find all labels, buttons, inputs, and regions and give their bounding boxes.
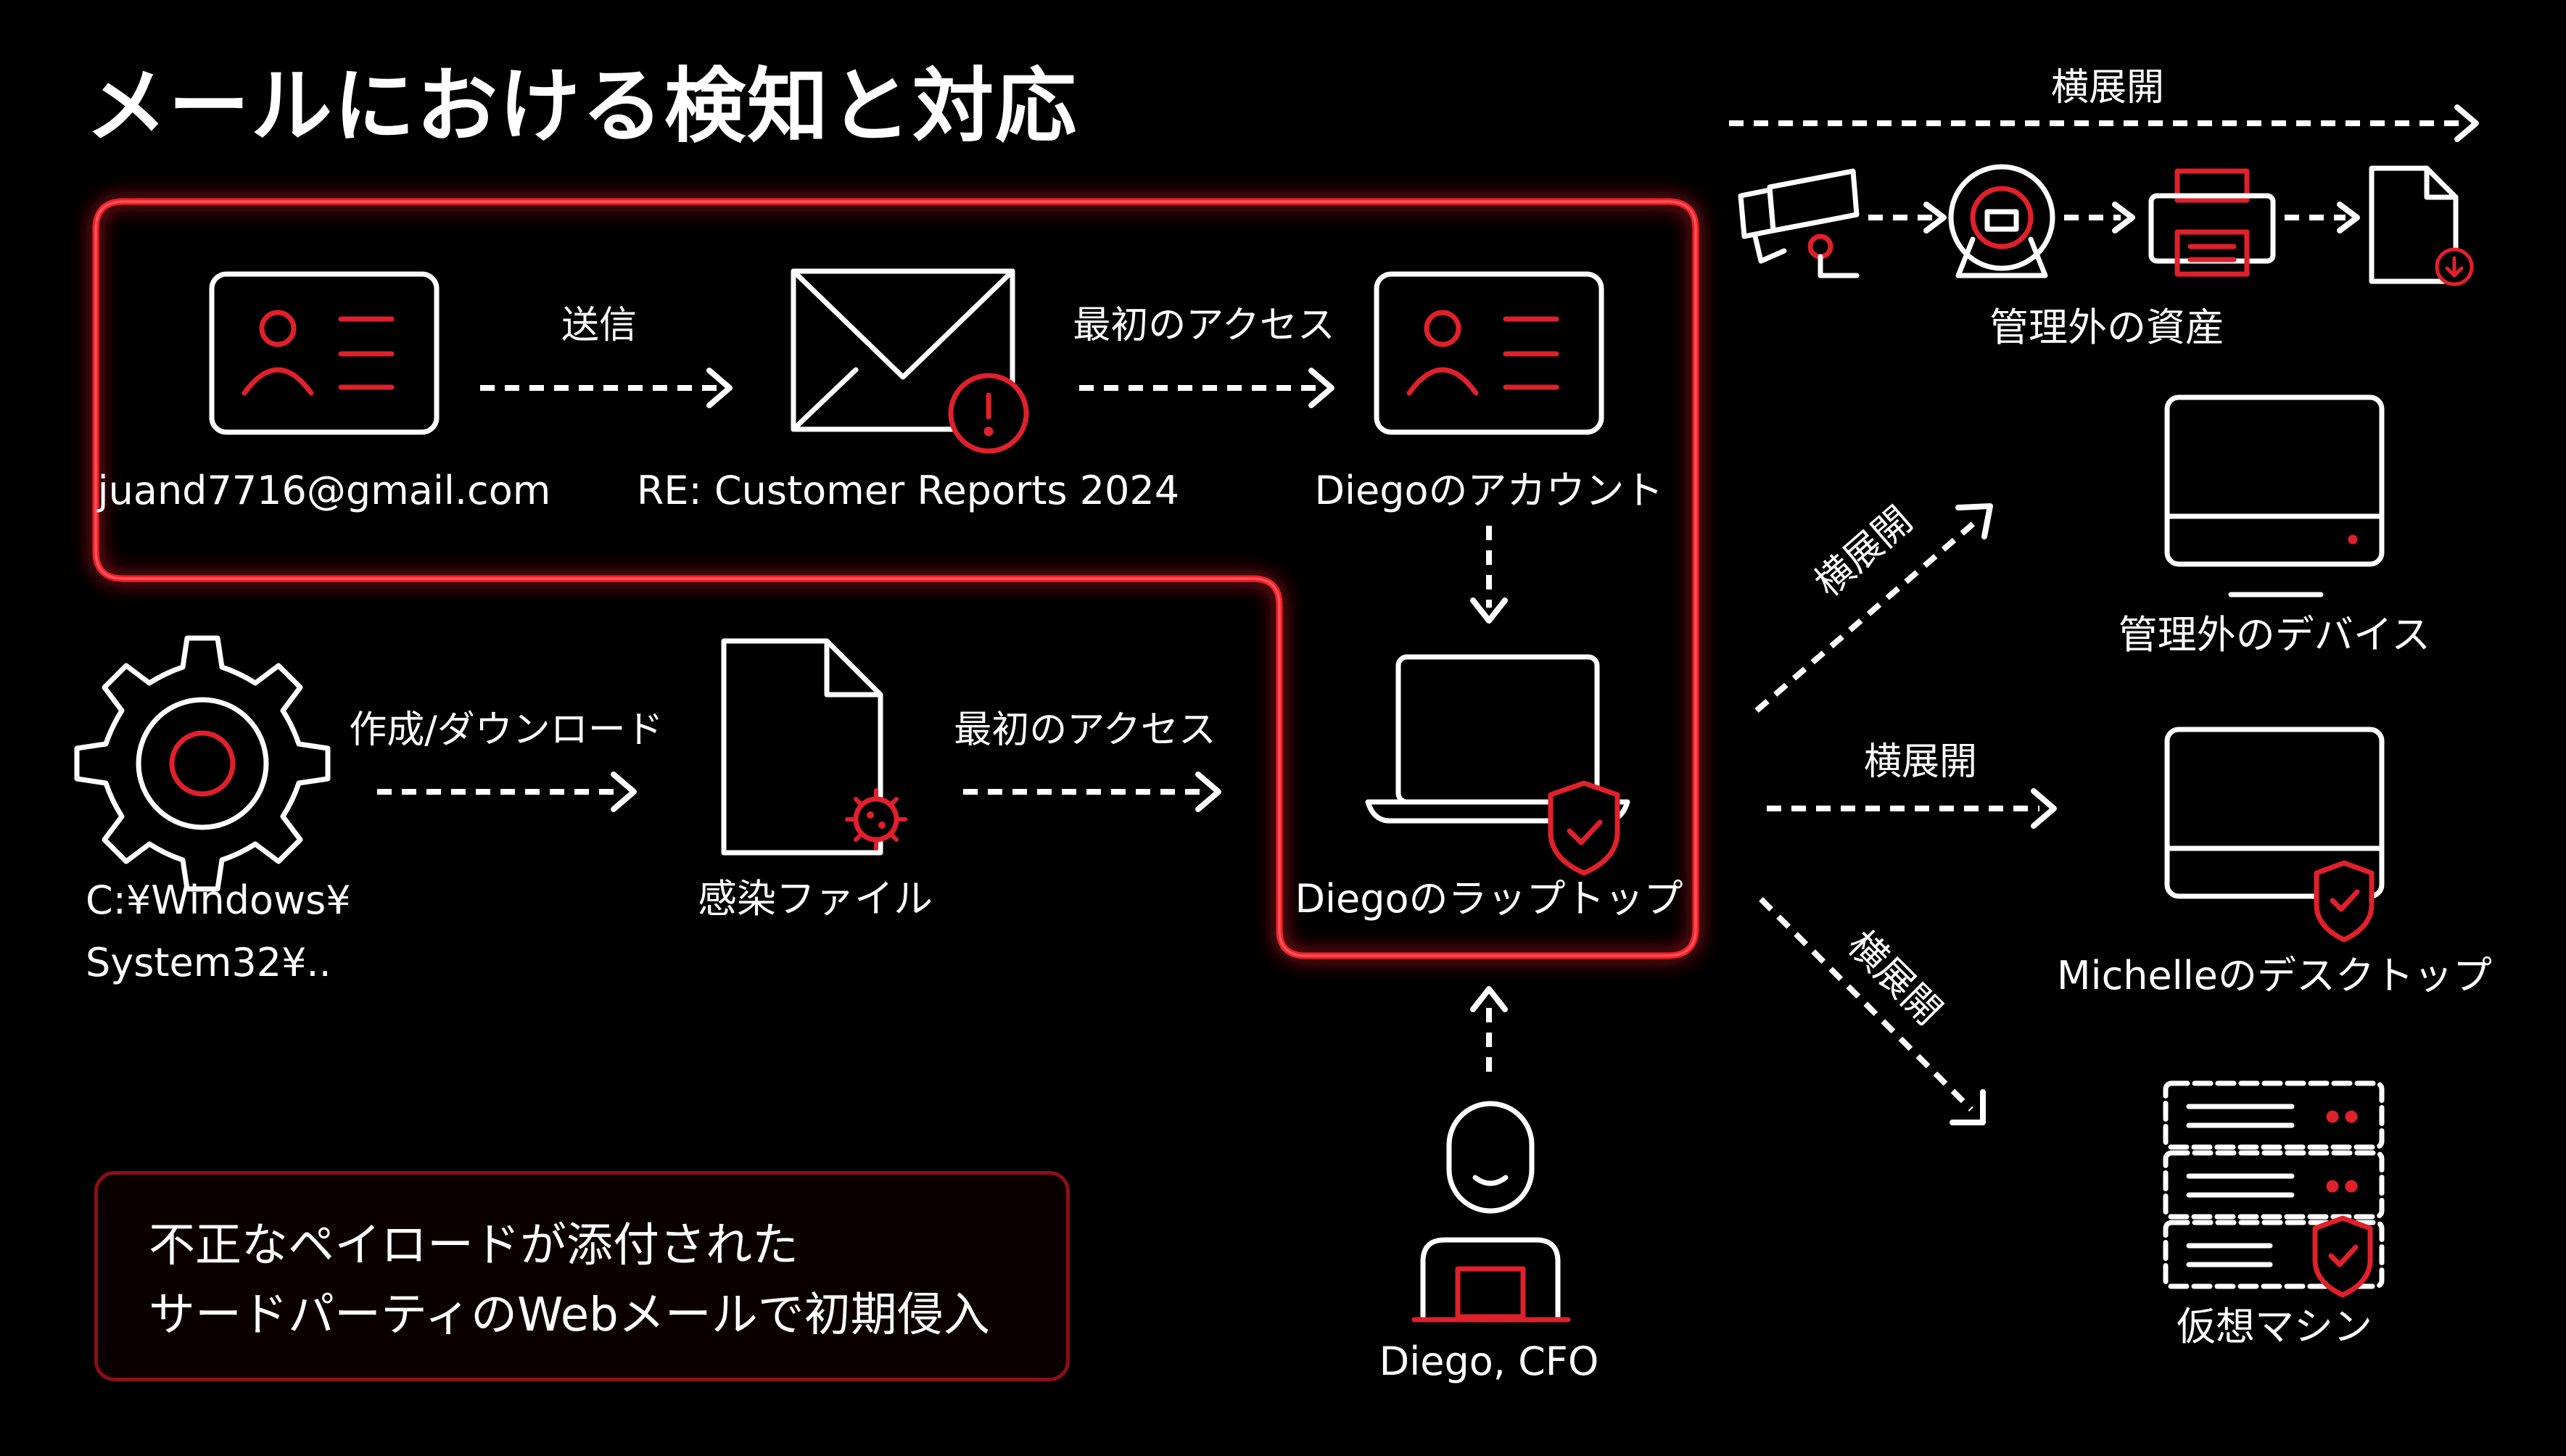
- edge-label-first-access-2: 最初のアクセス: [954, 708, 1216, 752]
- desktop-shield-icon: [2164, 727, 2385, 943]
- server-shield-icon: [2163, 1080, 2385, 1298]
- callout-box: 不正なペイロードが添付された サードパーティのWebメールで初期侵入: [94, 1171, 1070, 1381]
- infected-file-label: 感染ファイル: [698, 876, 933, 922]
- malware-path-line2: System32¥..: [86, 940, 331, 985]
- vm-label: 仮想マシン: [2177, 1304, 2372, 1349]
- edge-label-lateral-top: 横展開: [2050, 66, 2165, 109]
- desktop-label: Michelleのデスクトップ: [2057, 953, 2492, 998]
- file-download-icon: [2369, 165, 2474, 286]
- edge-label-send: 送信: [561, 304, 638, 347]
- user-icon: [1411, 1101, 1571, 1323]
- camera-icon: [1738, 168, 1860, 278]
- laptop-shield-icon: [1365, 654, 1630, 876]
- edge-label-first-access-1: 最初のアクセス: [1073, 304, 1335, 347]
- scanner-icon: [1948, 164, 2055, 278]
- unmanaged-device-label: 管理外のデバイス: [2118, 612, 2431, 658]
- envelope-alert-icon: [791, 268, 1029, 454]
- printer-icon: [2148, 168, 2276, 277]
- id-card-icon: [1374, 271, 1604, 435]
- edge-label-create-download: 作成/ダウンロード: [349, 708, 664, 752]
- arrow-lateral-down: [1759, 897, 1973, 1112]
- email-subject-label: RE: Customer Reports 2024: [636, 468, 1180, 513]
- gear-icon: [74, 635, 331, 892]
- callout-line1: 不正なペイロードが添付された: [149, 1219, 799, 1273]
- page-title: メールにおける検知と対応: [86, 59, 1078, 154]
- edge-label-lateral-mid: 横展開: [1863, 740, 1978, 784]
- unmanaged-assets-label: 管理外の資産: [1989, 305, 2224, 350]
- callout-text: 不正なペイロードが添付された サードパーティのWebメールで初期侵入: [149, 1211, 990, 1350]
- malware-path-line1: C:¥Windows¥: [86, 877, 351, 923]
- laptop-label: Diegoのラップトップ: [1295, 876, 1683, 922]
- monitor-icon: [2164, 394, 2385, 597]
- account-label: Diegoのアカウント: [1314, 468, 1664, 513]
- callout-line2: サードパーティのWebメールで初期侵入: [149, 1289, 990, 1342]
- infected-file-icon: [721, 638, 907, 856]
- user-label: Diego, CFO: [1379, 1339, 1599, 1384]
- attacker-email-label: juand7716@gmail.com: [97, 468, 551, 513]
- id-card-icon: [209, 271, 440, 435]
